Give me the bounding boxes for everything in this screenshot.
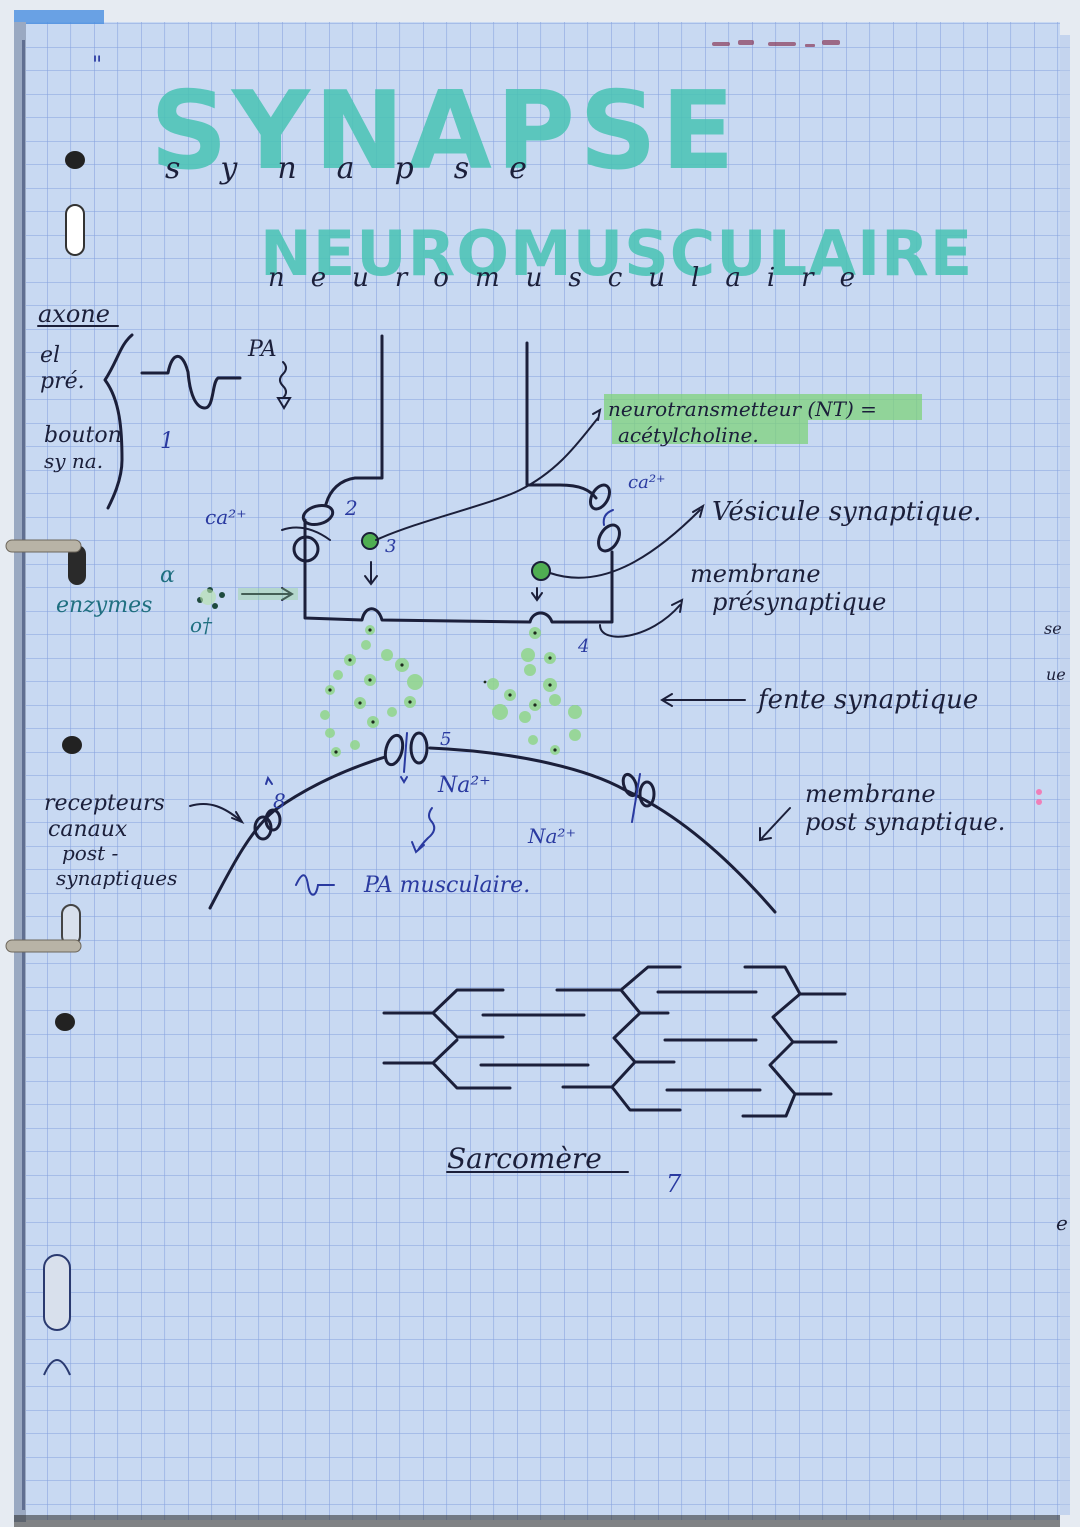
step-number-8: 8: [273, 789, 286, 813]
highlight-neurotransmitter: [604, 394, 922, 420]
label-pa-musculaire: PA musculaire.: [363, 873, 530, 898]
label-ca-right: ca²⁺: [628, 472, 666, 493]
edge-fragment-1: se: [1044, 619, 1062, 638]
edge-fragment-2: ue: [1046, 665, 1066, 684]
label-na-2: Na²⁺: [527, 824, 576, 848]
edge-fragment-3: e: [1056, 1211, 1068, 1235]
label-ca-left: ca²⁺: [205, 505, 247, 529]
label-membrane-post-2: post synaptique.: [805, 808, 1005, 836]
presynaptic-terminal: [303, 518, 614, 624]
label-membrane-pre-2: présynaptique: [712, 588, 886, 616]
highlight-acetylcholine: [612, 420, 808, 444]
action-potential-wave: [140, 354, 242, 410]
title-synapse-small: synapse: [165, 151, 567, 186]
label-pre: pré.: [40, 369, 85, 394]
label-na-1: Na²⁺: [437, 773, 491, 798]
label-synaptiques: synaptiques: [56, 866, 177, 890]
label-post: post -: [62, 841, 119, 865]
receptor-channel-8b: [264, 808, 282, 832]
label-membrane-post-1: membrane: [805, 780, 936, 808]
axon-left-wall: [324, 334, 384, 506]
receptor-channel-right-a: [621, 772, 639, 798]
synaptic-vesicle-1: [361, 532, 379, 550]
membrane-post-arrow: [759, 807, 791, 842]
ca-channel-right-top: [589, 483, 611, 511]
top-faint-marks: [712, 40, 840, 47]
fente-arrow: [660, 693, 746, 707]
label-bouton: bouton: [44, 423, 122, 448]
label-syna: sy na.: [44, 449, 103, 473]
receptor-channel-right-b: [638, 780, 656, 808]
muscle-ap-wave: [295, 874, 335, 896]
sarcomere-diagram: [382, 965, 847, 1118]
synaptic-vesicle-2: [531, 561, 551, 581]
ca-channel-right: [597, 523, 621, 553]
label-sarcomere: Sarcomère: [447, 1142, 602, 1175]
receptor-channel-5b: [409, 731, 429, 765]
label-fente-synaptique: fente synaptique: [756, 685, 978, 715]
label-enzymes: enzymes: [56, 593, 152, 618]
title-neuromusculaire-big: NEUROMUSCULAIRE: [260, 217, 973, 290]
step-number-4: 4: [577, 636, 589, 657]
label-neurotransmitter: neurotransmetteur (NT) =: [608, 397, 877, 421]
label-axone: axone: [38, 300, 110, 328]
title-synapse-big: SYNAPSE: [150, 69, 739, 194]
neurotransmitter-cloud-left: [320, 625, 423, 757]
label-vesicule-synaptique: Vésicule synaptique.: [712, 497, 981, 527]
top-tape: [14, 10, 104, 24]
ca-channel-left-top: [301, 503, 335, 527]
corner-mark: ": [92, 53, 102, 78]
enzyme-dagger: o†: [190, 613, 213, 637]
neurotransmitter-cloud-right: [483, 627, 582, 755]
step-number-7: 7: [666, 1170, 682, 1198]
step-number-5: 5: [440, 729, 451, 750]
squiggle-arrow: [276, 361, 292, 410]
label-acetylcholine: acétylcholine.: [618, 423, 759, 447]
receptor-channel-5a: [383, 733, 405, 767]
label-membrane-pre-1: membrane: [690, 560, 821, 588]
label-canaux: canaux: [48, 817, 128, 842]
enzyme-alpha: α: [160, 563, 175, 588]
binder-rings: [5, 539, 82, 953]
title-neuromusculaire-small: neuromusculaire: [268, 263, 881, 293]
step-number-3: 3: [385, 536, 396, 557]
brace: [103, 333, 134, 510]
punch-holes: [43, 151, 86, 1376]
label-pa: PA: [247, 337, 277, 362]
label-el: el: [40, 343, 60, 368]
ca-channel-left: [292, 535, 320, 563]
label-recepteurs: recepteurs: [44, 791, 165, 816]
enzyme-dots: [197, 587, 225, 609]
step-number-2: 2: [344, 496, 358, 520]
step-number-1: 1: [160, 429, 174, 454]
